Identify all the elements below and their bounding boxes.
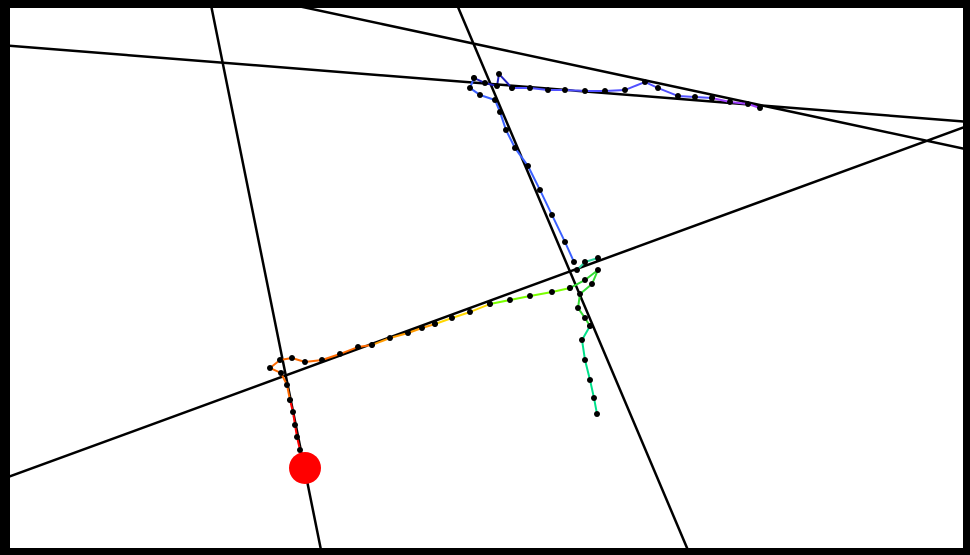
trajectory-point bbox=[284, 382, 290, 388]
trajectory-point bbox=[337, 351, 343, 357]
trajectory-point bbox=[432, 321, 438, 327]
trajectory-point bbox=[289, 355, 295, 361]
reference-line-5 bbox=[0, 123, 970, 482]
trajectory-point bbox=[294, 434, 300, 440]
trajectory-point bbox=[582, 357, 588, 363]
trajectory-point bbox=[494, 83, 500, 89]
trajectory-point bbox=[567, 285, 573, 291]
trajectory-point bbox=[369, 342, 375, 348]
trajectory-points bbox=[267, 71, 763, 471]
trajectory-point bbox=[579, 337, 585, 343]
trajectory-point bbox=[292, 422, 298, 428]
trajectory-point bbox=[655, 85, 661, 91]
trajectory-point bbox=[727, 99, 733, 105]
trajectory-point bbox=[405, 330, 411, 336]
trajectory-point bbox=[587, 377, 593, 383]
trajectory-point bbox=[302, 359, 308, 365]
canvas-background bbox=[10, 8, 963, 548]
trajectory-point bbox=[387, 335, 393, 341]
trajectory-point bbox=[527, 85, 533, 91]
trajectory-point bbox=[467, 309, 473, 315]
trajectory-point bbox=[577, 291, 583, 297]
trajectory-point bbox=[277, 357, 283, 363]
trajectory-point bbox=[297, 447, 303, 453]
trajectory-point bbox=[537, 187, 543, 193]
trajectory-point bbox=[575, 305, 581, 311]
trajectory-point bbox=[319, 357, 325, 363]
trajectory-point bbox=[562, 239, 568, 245]
trajectory-point bbox=[591, 395, 597, 401]
trajectory-point bbox=[512, 145, 518, 151]
trajectory-point bbox=[562, 87, 568, 93]
trajectory-point bbox=[622, 87, 628, 93]
trajectory-point bbox=[503, 127, 509, 133]
trajectory-point bbox=[449, 315, 455, 321]
trajectory-point bbox=[549, 289, 555, 295]
trajectory-point bbox=[692, 94, 698, 100]
trajectory-point bbox=[595, 255, 601, 261]
target-marker-group bbox=[289, 452, 321, 484]
trajectory-point bbox=[582, 259, 588, 265]
trajectory-point bbox=[545, 87, 551, 93]
trajectory-point bbox=[595, 267, 601, 273]
trajectory-point bbox=[507, 297, 513, 303]
trajectory-point bbox=[471, 75, 477, 81]
trajectory-point bbox=[589, 281, 595, 287]
reference-line-2 bbox=[453, 0, 692, 555]
trajectory-point bbox=[477, 92, 483, 98]
trajectory-point bbox=[582, 88, 588, 94]
trajectory-point bbox=[642, 79, 648, 85]
trajectory-point bbox=[355, 344, 361, 350]
target-marker bbox=[289, 452, 321, 484]
trajectory-point bbox=[525, 163, 531, 169]
trajectory-point bbox=[571, 259, 577, 265]
trajectory-point bbox=[549, 212, 555, 218]
trajectory-point bbox=[496, 71, 502, 77]
trajectory-point bbox=[267, 365, 273, 371]
trajectory-point bbox=[709, 95, 715, 101]
trajectory-point bbox=[278, 370, 284, 376]
trajectory-point bbox=[587, 323, 593, 329]
trajectory-point bbox=[757, 105, 763, 111]
trajectory-point bbox=[675, 93, 681, 99]
trajectory-point bbox=[509, 85, 515, 91]
trajectory-segment-12 bbox=[711, 97, 761, 109]
trajectory-point bbox=[527, 293, 533, 299]
trajectory-point bbox=[582, 277, 588, 283]
trajectory-point bbox=[492, 97, 498, 103]
trajectory-point bbox=[602, 88, 608, 94]
trajectory-point bbox=[594, 411, 600, 417]
trajectory-point bbox=[467, 85, 473, 91]
trajectory-point bbox=[419, 325, 425, 331]
trajectory-point bbox=[574, 267, 580, 273]
trajectory-point bbox=[290, 409, 296, 415]
trajectory-point bbox=[487, 301, 493, 307]
trajectory-point bbox=[745, 101, 751, 107]
trajectory-segment-4 bbox=[434, 303, 491, 325]
trajectory-point bbox=[482, 80, 488, 86]
trajectory-point bbox=[287, 397, 293, 403]
trajectory-point bbox=[582, 315, 588, 321]
reference-line-4 bbox=[269, 0, 970, 152]
trajectory-point bbox=[497, 109, 503, 115]
